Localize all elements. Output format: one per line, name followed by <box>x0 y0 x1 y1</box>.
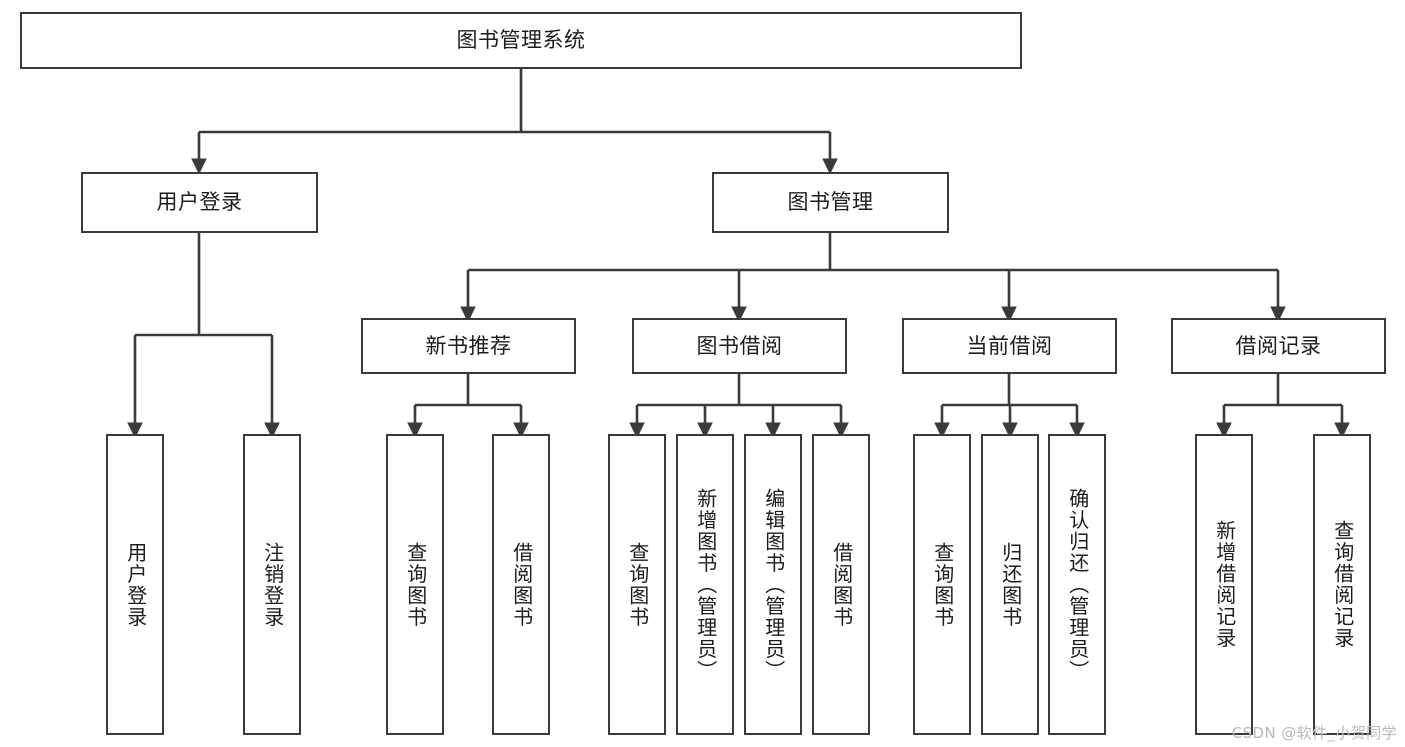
node-leaf-user-logout[interactable]: 注销登录 <box>243 434 301 735</box>
node-leaf-user-login[interactable]: 用户登录 <box>106 434 164 735</box>
node-new-book-rec-label: 新书推荐 <box>425 333 512 358</box>
node-leaf-add-record-label: 新增借阅记录 <box>1212 520 1237 649</box>
node-leaf-query-book-1[interactable]: 查询图书 <box>386 434 444 735</box>
node-user-login-label: 用户登录 <box>156 190 243 215</box>
node-borrow-record-label: 借阅记录 <box>1235 333 1322 358</box>
node-leaf-borrow-book-2[interactable]: 借阅图书 <box>812 434 870 735</box>
node-leaf-add-record[interactable]: 新增借阅记录 <box>1195 434 1253 735</box>
node-leaf-query-record-label: 查询借阅记录 <box>1330 520 1355 649</box>
node-leaf-borrow-book-1-label: 借阅图书 <box>509 541 534 628</box>
node-leaf-query-book-3[interactable]: 查询图书 <box>913 434 971 735</box>
node-leaf-edit-book[interactable]: 编辑图书（管理员） <box>744 434 802 735</box>
node-new-book-rec[interactable]: 新书推荐 <box>361 318 576 374</box>
node-leaf-add-book[interactable]: 新增图书（管理员） <box>676 434 734 735</box>
node-leaf-return-book-label: 归还图书 <box>998 541 1023 628</box>
node-current-borrow-label: 当前借阅 <box>966 333 1053 358</box>
node-leaf-query-record[interactable]: 查询借阅记录 <box>1313 434 1371 735</box>
node-leaf-borrow-book-1[interactable]: 借阅图书 <box>492 434 550 735</box>
node-leaf-user-login-label: 用户登录 <box>123 541 148 628</box>
watermark: CSDN @软件_小贺同学 <box>1231 724 1397 742</box>
node-leaf-query-book-2-label: 查询图书 <box>625 541 650 628</box>
node-borrow-record[interactable]: 借阅记录 <box>1171 318 1386 374</box>
node-leaf-add-book-label: 新增图书（管理员） <box>693 487 718 682</box>
node-root-label: 图书管理系统 <box>456 28 586 53</box>
node-leaf-return-book[interactable]: 归还图书 <box>981 434 1039 735</box>
node-book-manage-label: 图书管理 <box>787 190 874 215</box>
node-book-borrow-label: 图书借阅 <box>696 333 783 358</box>
node-leaf-edit-book-label: 编辑图书（管理员） <box>761 487 786 682</box>
node-leaf-query-book-3-label: 查询图书 <box>930 541 955 628</box>
node-leaf-confirm-return-label: 确认归还（管理员） <box>1065 487 1090 682</box>
node-leaf-query-book-1-label: 查询图书 <box>403 541 428 628</box>
node-leaf-user-logout-label: 注销登录 <box>260 541 285 628</box>
node-user-login[interactable]: 用户登录 <box>81 172 318 233</box>
node-leaf-confirm-return[interactable]: 确认归还（管理员） <box>1048 434 1106 735</box>
node-book-manage[interactable]: 图书管理 <box>712 172 949 233</box>
node-root[interactable]: 图书管理系统 <box>20 12 1022 69</box>
node-current-borrow[interactable]: 当前借阅 <box>902 318 1117 374</box>
node-leaf-query-book-2[interactable]: 查询图书 <box>608 434 666 735</box>
node-book-borrow[interactable]: 图书借阅 <box>632 318 847 374</box>
node-leaf-borrow-book-2-label: 借阅图书 <box>829 541 854 628</box>
